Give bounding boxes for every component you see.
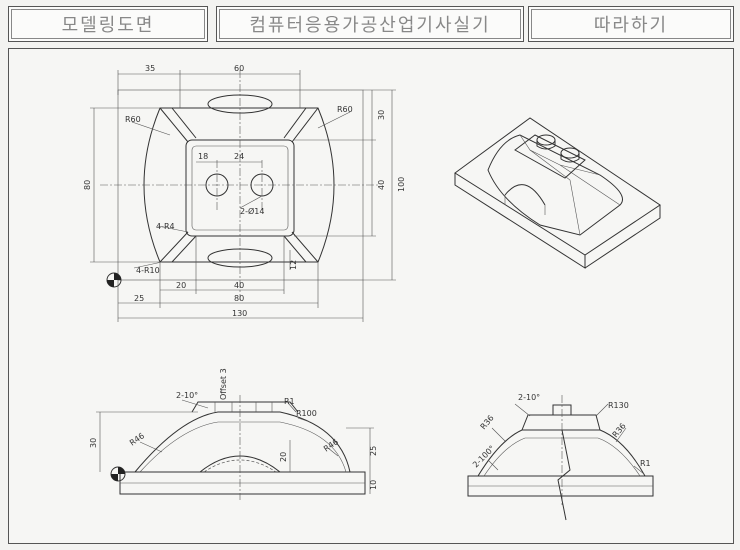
dim-60: 60 [234, 64, 244, 73]
dim-10-side: 10 [369, 480, 378, 490]
dim-r60-right: R60 [337, 105, 353, 114]
dim-25-side: 25 [369, 446, 378, 456]
drawing-frame [8, 48, 734, 544]
dim-r36-right: R36 [611, 421, 628, 439]
dim-hole-diameter: 2-Ø14 [240, 206, 264, 216]
dim-r1-front: R1 [284, 397, 295, 406]
header-left-title: 모델링도면 [61, 15, 155, 36]
dim-r1-side: R1 [640, 459, 651, 468]
side-view [467, 395, 654, 521]
dim-r46-right: R46 [322, 437, 340, 453]
dim-25: 25 [134, 294, 144, 303]
top-view [90, 70, 396, 322]
header-left-cell: 모델링도면 [8, 6, 208, 42]
dim-2-10deg-front: 2-10° [176, 391, 198, 400]
isometric-view [454, 117, 661, 269]
dim-r100: R100 [296, 409, 317, 418]
header-center-title: 컴퓨터응용가공산업기사실기 [249, 15, 491, 36]
header-right-title: 따라하기 [593, 15, 669, 36]
dim-35: 35 [145, 64, 155, 73]
dim-18: 18 [198, 152, 208, 161]
dim-r36-left: R36 [479, 413, 496, 431]
dim-4-r4: 4-R4 [156, 222, 175, 231]
dim-24: 24 [234, 152, 244, 161]
dim-30: 30 [377, 110, 386, 120]
dim-r46-left: R46 [128, 431, 146, 447]
dim-100: 100 [397, 177, 406, 192]
header-right-cell: 따라하기 [528, 6, 734, 42]
dim-20-side: 20 [279, 452, 288, 462]
dim-r130: R130 [608, 401, 629, 410]
dim-r60-left: R60 [125, 115, 141, 124]
dim-80-vertical: 80 [83, 180, 92, 190]
dim-30-side: 30 [89, 438, 98, 448]
dim-40-vertical: 40 [377, 180, 386, 190]
dim-2-10deg-side: 2-10° [518, 393, 540, 402]
header-center-cell: 컴퓨터응용가공산업기사실기 [216, 6, 524, 42]
dim-2-100deg: 2-100° [471, 444, 497, 470]
dim-4-r10: 4-R10 [136, 266, 160, 275]
dim-offset-3: Offset 3 [219, 368, 228, 400]
dim-20: 20 [176, 281, 186, 290]
dim-130: 130 [232, 309, 247, 318]
front-view [96, 395, 374, 500]
dim-80-horizontal: 80 [234, 294, 244, 303]
dim-12: 12 [289, 260, 298, 270]
dim-40-horizontal: 40 [234, 281, 244, 290]
